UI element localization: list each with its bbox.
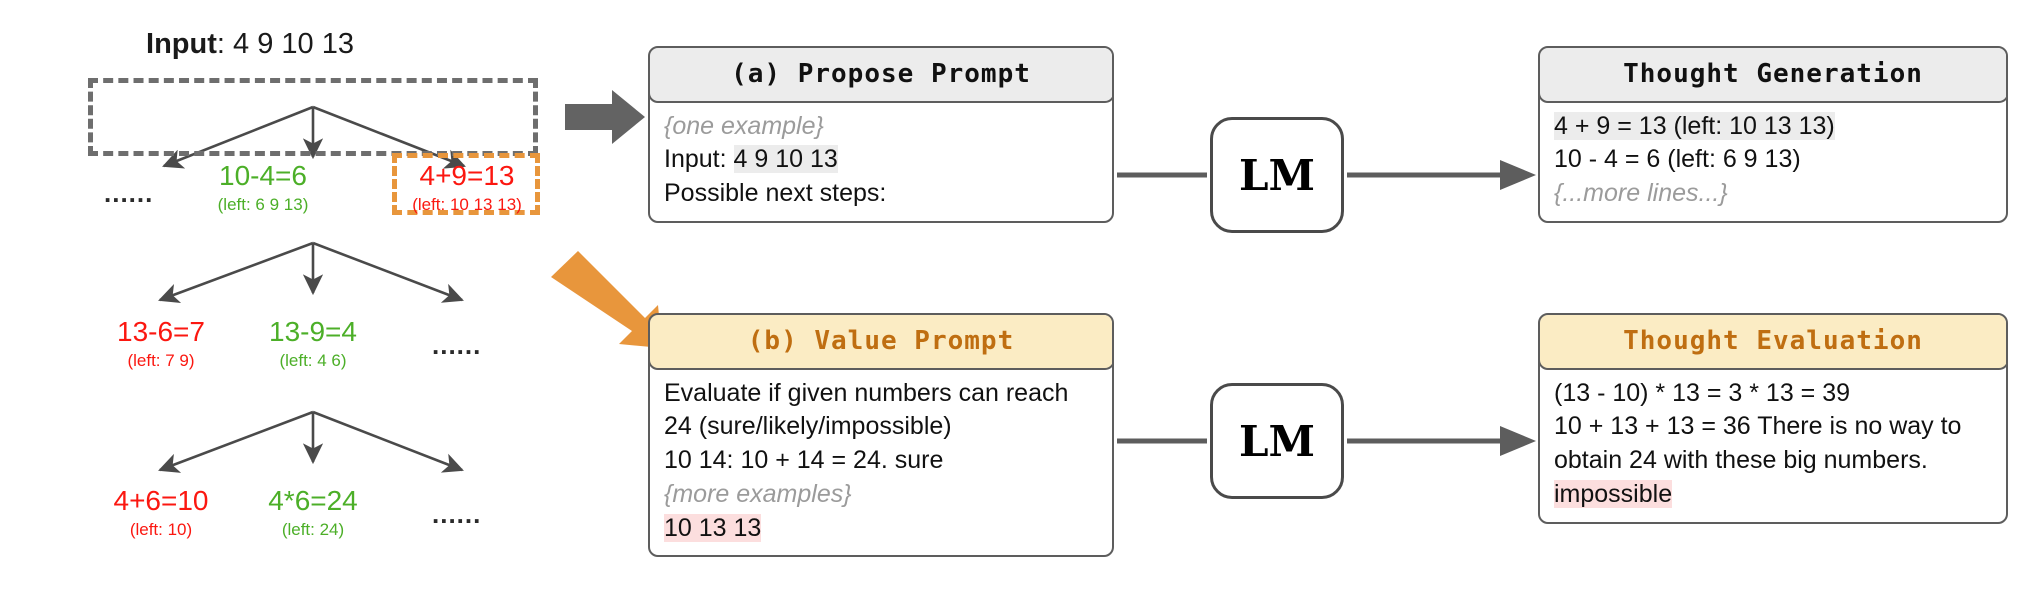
thought-generation-line-2: 10 - 4 = 6 (left: 6 9 13) [1554,145,1801,174]
tree-node-expression: 4*6=24 [268,485,358,516]
tree-input-line: Input: 4 9 10 13 [0,28,500,61]
tree-node-left: (left: 10) [129,520,193,539]
value-prompt-instruction: Evaluate if given numbers can reach 24 (… [664,378,1069,441]
value-prompt-title: (b) Value Prompt [650,315,1112,370]
tree-node-10-4-6: 10-4=6 (left: 6 9 13) [198,160,328,214]
lm-label: LM [1238,150,1316,200]
thought-evaluation-line-2-row: 10 + 13 + 13 = 36 There is no way to obt… [1554,410,1992,511]
value-prompt-example: 10 14: 10 + 14 = 24. sure [664,446,944,474]
tree-ellipsis-level3: ...... [432,499,482,529]
value-prompt-more-examples-placeholder: {more examples} [664,479,852,508]
propose-prompt-next-steps: Possible next steps: [664,179,887,207]
search-tree-panel: Input: 4 9 10 13 ...... 10-4=6 (left: 6 … [0,0,640,614]
thought-evaluation-verdict: impossible [1554,479,1673,508]
propose-prompt-card: (a) Propose Prompt {one example} Input: … [648,46,1114,223]
tree-node-13-6-7: 13-6=7 (left: 7 9) [88,316,234,370]
tree-node-4-6-24: 4*6=24 (left: 24) [240,485,386,539]
tree-input-colon: : [216,28,234,60]
frontier-dashed-box [88,78,538,156]
thought-evaluation-body: (13 - 10) * 13 = 3 * 13 = 39 10 + 13 + 1… [1540,370,2006,522]
language-model-box-bottom: LM [1210,383,1344,499]
lm-label: LM [1238,416,1316,466]
propose-prompt-example-placeholder: {one example} [664,111,824,140]
tree-node-expression: 13-9=4 [269,316,357,347]
value-prompt-body: Evaluate if given numbers can reach 24 (… [650,370,1112,556]
propose-prompt-title: (a) Propose Prompt [650,47,1112,103]
propose-prompt-input-row: Input: 4 9 10 13 [664,143,1098,177]
tree-node-left: (left: 7 9) [127,351,195,370]
tree-ellipsis-level2: ...... [432,330,482,360]
tree-node-left: (left: 4 6) [279,351,347,370]
tree-node-expression: 10-4=6 [219,160,307,191]
thought-evaluation-line-1: (13 - 10) * 13 = 3 * 13 = 39 [1554,378,1851,407]
thought-evaluation-title: Thought Evaluation [1540,314,2006,370]
tree-node-expression: 4+9=13 [419,160,515,191]
value-prompt-query-row: 10 13 13 [664,512,1098,546]
tree-input-values: 4 9 10 13 [233,28,354,60]
tree-node-left: (left: 24) [281,520,345,539]
thought-generation-line-1-row: 4 + 9 = 13 (left: 10 13 13) [1554,110,1992,144]
selected-node-dashed-box [392,153,540,215]
thought-generation-more-placeholder: {...more lines...} [1554,179,1728,207]
thought-generation-line-1: 4 + 9 = 13 (left: 10 13 13) [1554,111,1835,140]
thought-evaluation-line-2: 10 + 13 + 13 = 36 There is no way to obt… [1554,412,1962,474]
tree-node-13-9-4: 13-9=4 (left: 4 6) [240,316,386,370]
tree-node-4-6-10: 4+6=10 (left: 10) [88,485,234,539]
propose-prompt-body: {one example} Input: 4 9 10 13 Possible … [650,103,1112,221]
thought-generation-card: Thought Generation 4 + 9 = 13 (left: 10 … [1538,46,2008,223]
tree-node-expression: 13-6=7 [117,316,205,347]
value-prompt-card: (b) Value Prompt Evaluate if given numbe… [648,313,1114,558]
propose-prompt-input-label: Input: [664,145,734,174]
tree-node-left: (left: 10 13 13) [412,195,522,214]
language-model-box-top: LM [1210,117,1344,233]
thought-evaluation-card: Thought Evaluation (13 - 10) * 13 = 3 * … [1538,313,2008,524]
tree-input-label: Input [146,28,217,60]
tree-node-left: (left: 6 9 13) [217,195,309,214]
propose-prompt-input-values: 4 9 10 13 [733,145,838,174]
thought-generation-title: Thought Generation [1540,47,2006,103]
tree-node-4-9-13: 4+9=13 (left: 10 13 13) [400,160,534,214]
tree-node-expression: 4+6=10 [113,485,209,516]
value-prompt-query: 10 13 13 [664,513,762,542]
thought-generation-body: 4 + 9 = 13 (left: 10 13 13) 10 - 4 = 6 (… [1540,103,2006,221]
tree-ellipsis-level1: ...... [104,178,154,208]
